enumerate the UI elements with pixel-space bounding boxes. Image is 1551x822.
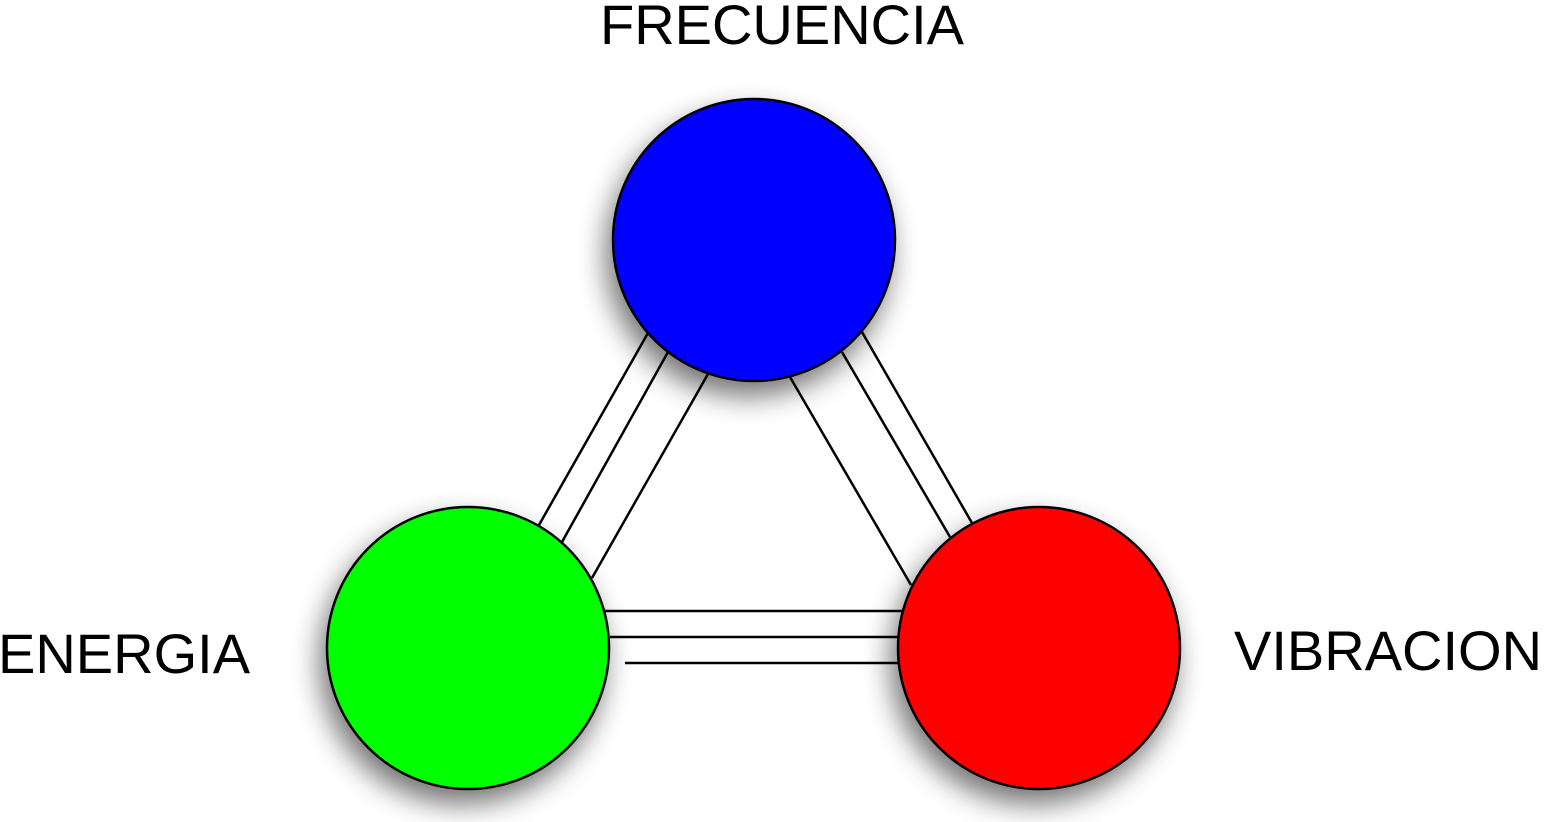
node-frecuencia [611, 97, 897, 383]
label-energia: ENERGIA [0, 622, 251, 685]
node-vibracion [896, 505, 1182, 791]
edge-energia-vibracion [605, 609, 902, 665]
connector-line [560, 351, 670, 543]
label-vibracion: VIBRACION [1234, 619, 1542, 682]
label-frecuencia: FRECUENCIA [600, 0, 965, 56]
connector-line [860, 331, 974, 524]
connector-line [788, 376, 913, 586]
connector-line [840, 351, 952, 538]
edge-frecuencia-vibracion [788, 331, 974, 586]
edge-frecuencia-energia [537, 332, 710, 579]
connector-line [590, 373, 710, 579]
node-energia [325, 505, 611, 791]
connector-line [537, 332, 650, 526]
